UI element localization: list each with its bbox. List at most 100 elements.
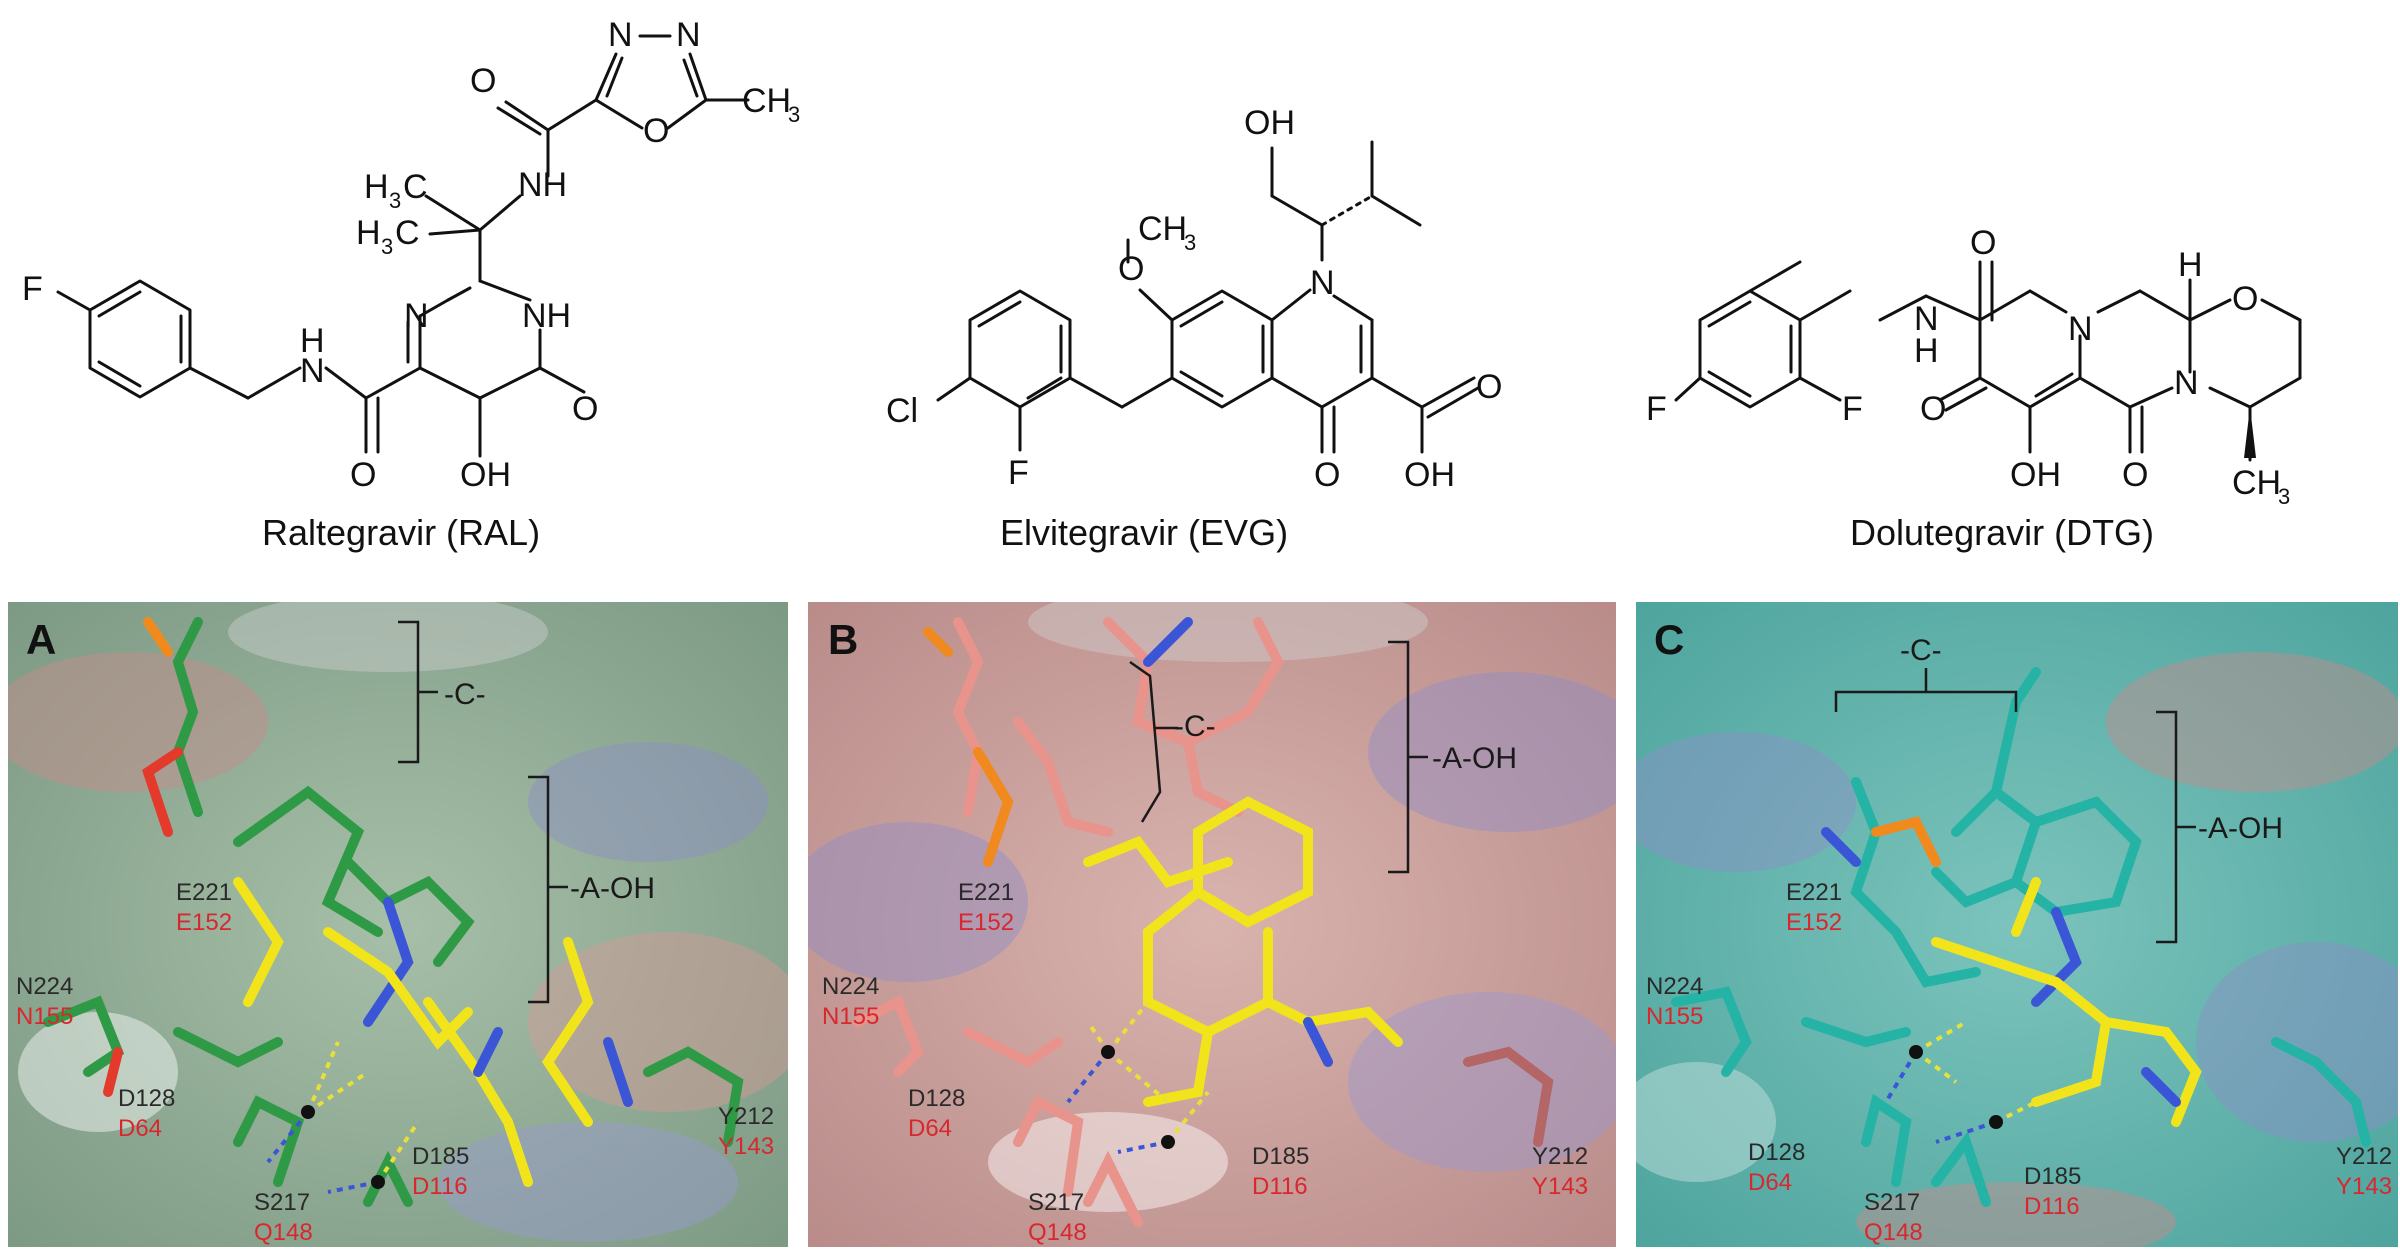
atom-n: N: [1310, 264, 1335, 302]
atom-n-amide: N: [1914, 300, 1939, 338]
methyl-2: H 3 C: [356, 214, 420, 259]
res-red: D64: [908, 1115, 952, 1142]
bracket-c: [1129, 660, 1178, 823]
res-red: Q148: [254, 1219, 313, 1246]
bracket-c-label: -C-: [1174, 710, 1216, 743]
atom-o-acid: O: [1476, 368, 1502, 406]
metal-coordination: [1884, 1050, 1997, 1144]
atom-n1: N: [608, 16, 633, 54]
panel-c: -C- -A-OH C E221 E152 N224 N155 D128 D64…: [1636, 602, 2398, 1247]
methyl-2-h: H: [356, 214, 381, 252]
res-red: E152: [1786, 909, 1842, 936]
atom-o-top: O: [1970, 224, 1996, 262]
atom-o-side: O: [470, 62, 496, 100]
atom-h-amide: H: [300, 322, 325, 360]
surface-patches: [808, 602, 1616, 1212]
bracket-a: [1388, 640, 1428, 874]
bracket-c-label: -C-: [1900, 634, 1942, 667]
res-black: N224: [16, 973, 73, 1000]
metal-coordination: [1066, 1050, 1169, 1154]
atom-o-keto: O: [1920, 390, 1946, 428]
ligand-sticks: [853, 617, 1554, 1227]
atom-cl: Cl: [886, 392, 918, 430]
chemical-structures: F N H O OH O N NH H 3 C H 3 C NH O N N O…: [22, 16, 2302, 509]
res-black: S217: [1028, 1189, 1084, 1216]
atom-nh-ring: NH: [522, 297, 571, 335]
atom-n-amide: N: [300, 352, 325, 390]
res-black: D185: [412, 1143, 469, 1170]
res-red: Q148: [1864, 1219, 1923, 1246]
atom-ch3: CH: [2232, 464, 2281, 502]
atom-o-keto2: O: [2122, 456, 2148, 494]
ligand-sticks: [1671, 667, 2371, 1207]
res-black: E221: [1786, 879, 1842, 906]
metal-ion-2: [1989, 1115, 2003, 1129]
atom-n-ring2: N: [2174, 364, 2199, 402]
bracket-a-label: -A-OH: [1432, 742, 1517, 775]
atom-n-ring1: N: [2068, 310, 2093, 348]
structure-dolutegravir: O H O N H N N F F O OH O CH 3: [1646, 224, 2302, 509]
res-red: E152: [176, 909, 232, 936]
hbond-lines: [306, 1041, 420, 1184]
metal-ion-2: [371, 1175, 385, 1189]
atom-o-keto: O: [1314, 456, 1340, 494]
bracket-a: [528, 775, 568, 1004]
surface-patches: [8, 602, 788, 1242]
hbond-lines: [1914, 1020, 2057, 1124]
bracket-a-label: -A-OH: [2198, 812, 2283, 845]
methyl-2-c: C: [395, 214, 420, 252]
res-black: D128: [1748, 1139, 1805, 1166]
atom-o-keto: O: [572, 390, 598, 428]
res-black: E221: [176, 879, 232, 906]
atom-o-ox: O: [643, 112, 669, 150]
res-red: Q148: [1028, 1219, 1087, 1246]
res-red: Y143: [718, 1133, 774, 1160]
res-black: S217: [1864, 1189, 1920, 1216]
res-red: D116: [1252, 1173, 1308, 1200]
methyl-1-sub: 3: [389, 188, 401, 213]
atom-f: F: [22, 270, 43, 308]
res-black: D185: [2024, 1163, 2081, 1190]
atom-ch3-sub: 3: [2278, 484, 2290, 509]
panel-label: B: [828, 616, 858, 663]
atom-o-ring: O: [2232, 280, 2258, 318]
methyl-2-sub: 3: [381, 234, 393, 259]
hbond-lines: [1086, 1000, 1210, 1144]
bracket-c-label: -C-: [444, 678, 486, 711]
structure-raltegravir: F N H O OH O N NH H 3 C H 3 C NH O N N O…: [22, 16, 800, 494]
bracket-a-label: -A-OH: [570, 872, 655, 905]
panel-b: -C- -A-OH B E221 E152 N224 N155 D128 D64…: [808, 602, 1616, 1247]
metal-ion-2: [1161, 1135, 1175, 1149]
atom-n2: N: [676, 16, 701, 54]
methyl-1-c: C: [403, 168, 428, 206]
res-red: N155: [1646, 1003, 1703, 1030]
bracket-c: [398, 620, 438, 764]
atom-ch3: CH: [1138, 210, 1187, 248]
res-black: Y212: [2336, 1143, 2392, 1170]
panel-label: A: [26, 616, 56, 663]
res-red: D64: [1748, 1169, 1792, 1196]
bracket-a: [2156, 710, 2196, 944]
atom-f2: F: [1842, 390, 1863, 428]
res-black: D128: [908, 1085, 965, 1112]
atom-o-carbonyl: O: [350, 456, 376, 494]
metal-ion-1: [1909, 1045, 1923, 1059]
res-black: N224: [822, 973, 879, 1000]
res-black: Y212: [718, 1103, 774, 1130]
methyl-1-h: H: [364, 168, 389, 206]
res-red: D64: [118, 1115, 162, 1142]
atom-f: F: [1008, 454, 1029, 492]
atom-oh: OH: [2010, 456, 2061, 494]
res-red: N155: [16, 1003, 73, 1030]
res-black: S217: [254, 1189, 310, 1216]
atom-nh-side: NH: [518, 166, 567, 204]
res-red: E152: [958, 909, 1014, 936]
structure-elvitegravir: OH O CH 3 N Cl F O O OH: [886, 104, 1502, 494]
caption-elvitegravir: Elvitegravir (EVG): [1000, 512, 1289, 553]
atom-h-amide: H: [1914, 332, 1939, 370]
caption-raltegravir: Raltegravir (RAL): [262, 512, 541, 553]
methyl-1: H 3 C: [364, 168, 428, 213]
atom-o-me: O: [1118, 250, 1144, 288]
metal-ion-1: [1101, 1045, 1115, 1059]
res-black: E221: [958, 879, 1014, 906]
